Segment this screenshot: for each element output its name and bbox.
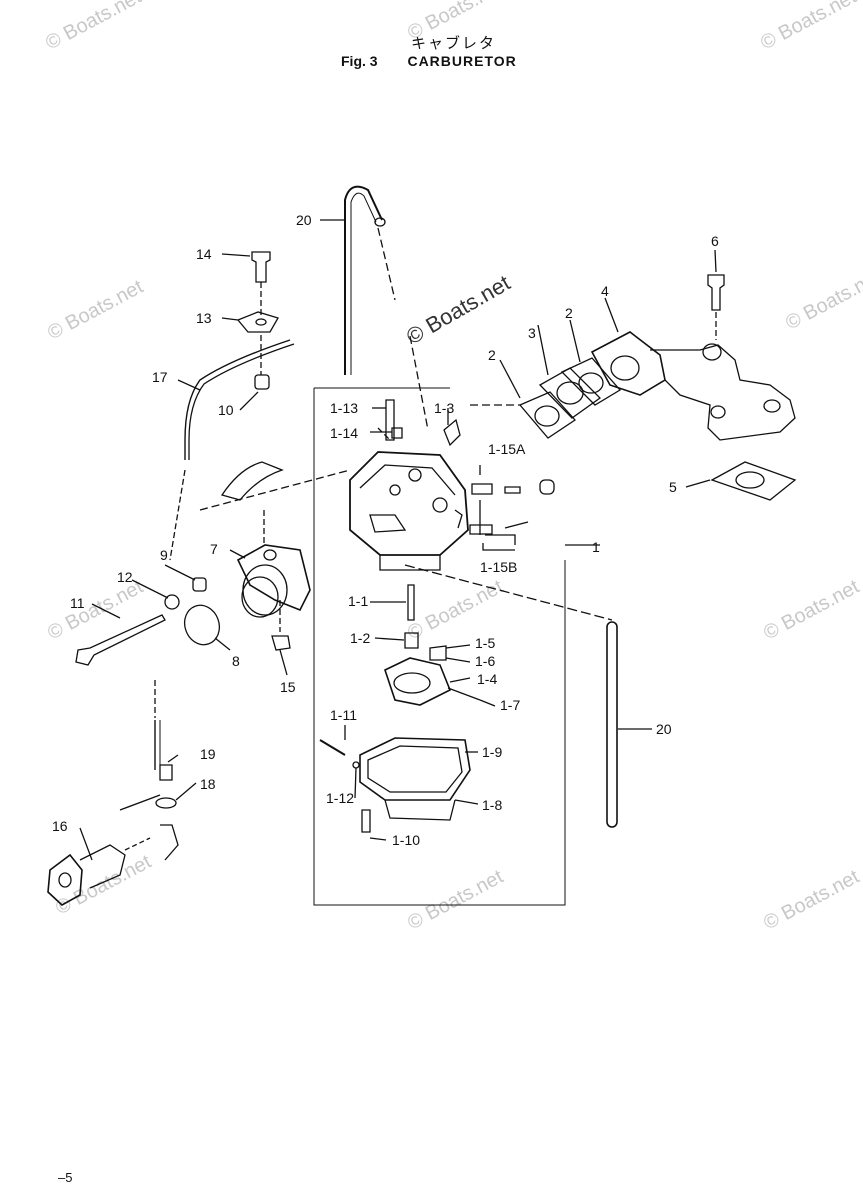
assembly-bracket [313, 388, 566, 906]
figure-caption: Fig. 3 CARBURETOR [341, 53, 517, 69]
label-19: 19 [200, 746, 216, 762]
label-1-15b: 1-15B [480, 559, 517, 575]
fuel-hose-right [606, 621, 618, 828]
watermark: © Boats.net [404, 866, 507, 935]
label-5: 5 [669, 479, 677, 495]
air-hose [220, 461, 284, 501]
label-1-12: 1-12 [326, 790, 354, 806]
spacer-3 [538, 367, 602, 419]
intake-manifold-4 [590, 331, 796, 441]
gasket-5 [710, 461, 797, 501]
plate-8 [183, 604, 221, 646]
watermark: © Boats.net [404, 0, 507, 44]
watermark-center: © Boats.net [402, 270, 514, 349]
label-1-3: 1-3 [434, 400, 454, 416]
fuel-hose-top [344, 185, 383, 375]
label-1: 1 [592, 539, 600, 555]
choke-cable-17 [184, 339, 291, 460]
label-1-9: 1-9 [482, 744, 502, 760]
label-20-bottom: 20 [656, 721, 672, 737]
label-1-5: 1-5 [475, 635, 495, 651]
watermark: © Boats.net [782, 266, 863, 335]
washer-18 [155, 797, 177, 809]
label-9: 9 [160, 547, 168, 563]
label-10: 10 [218, 402, 234, 418]
label-13: 13 [196, 310, 212, 326]
watermark: © Boats.net [42, 0, 145, 54]
label-16: 16 [52, 818, 68, 834]
label-1-2: 1-2 [350, 630, 370, 646]
silencer-7 [236, 544, 311, 618]
label-18: 18 [200, 776, 216, 792]
float-1-4 [384, 657, 452, 706]
watermark: © Boats.net [757, 0, 860, 54]
page-number: –5 [58, 1170, 73, 1185]
label-1-14: 1-14 [330, 425, 358, 441]
carburetor-body [349, 451, 469, 571]
label-17: 17 [152, 369, 168, 385]
part-labels: 20 14 13 17 10 1-13 1-14 1-3 1-15A 1-15B… [52, 212, 719, 848]
label-11: 11 [70, 595, 85, 611]
label-3: 3 [528, 325, 536, 341]
watermark: © Boats.net [52, 851, 155, 920]
knob-16 [47, 844, 126, 906]
bolt-11 [75, 614, 166, 666]
diagram-title-japanese: キャブレタ [411, 34, 497, 52]
label-1-6: 1-6 [475, 653, 495, 669]
watermark: © Boats.net [44, 276, 147, 345]
watermark: © Boats.net [760, 866, 863, 935]
label-15: 15 [280, 679, 296, 695]
parts-linework [47, 185, 797, 906]
watermark: © Boats.net [44, 576, 147, 645]
label-7: 7 [210, 541, 218, 557]
figure-number: Fig. 3 [341, 53, 378, 69]
label-2-right: 2 [565, 305, 573, 321]
label-1-15a: 1-15A [488, 441, 526, 457]
gasket-2a [518, 391, 576, 439]
label-2-left: 2 [488, 347, 496, 363]
label-1-4: 1-4 [477, 671, 497, 687]
label-20-top: 20 [296, 212, 312, 228]
label-1-8: 1-8 [482, 797, 502, 813]
label-14: 14 [196, 246, 212, 262]
label-8: 8 [232, 653, 240, 669]
watermark: © Boats.net [760, 576, 863, 645]
label-6: 6 [711, 233, 719, 249]
watermarks: © Boats.net © Boats.net © Boats.net © Bo… [42, 0, 863, 934]
float-chamber-1-8 [359, 737, 471, 821]
label-1-7: 1-7 [500, 697, 520, 713]
label-12: 12 [117, 569, 133, 585]
label-1-11: 1-11 [330, 707, 357, 723]
figure-title: CARBURETOR [407, 53, 517, 69]
label-4: 4 [601, 283, 609, 299]
plate-13 [236, 311, 279, 333]
gasket-2b [560, 357, 622, 406]
label-1-10: 1-10 [392, 832, 420, 848]
label-1-13: 1-13 [330, 400, 358, 416]
label-1-1: 1-1 [348, 593, 368, 609]
